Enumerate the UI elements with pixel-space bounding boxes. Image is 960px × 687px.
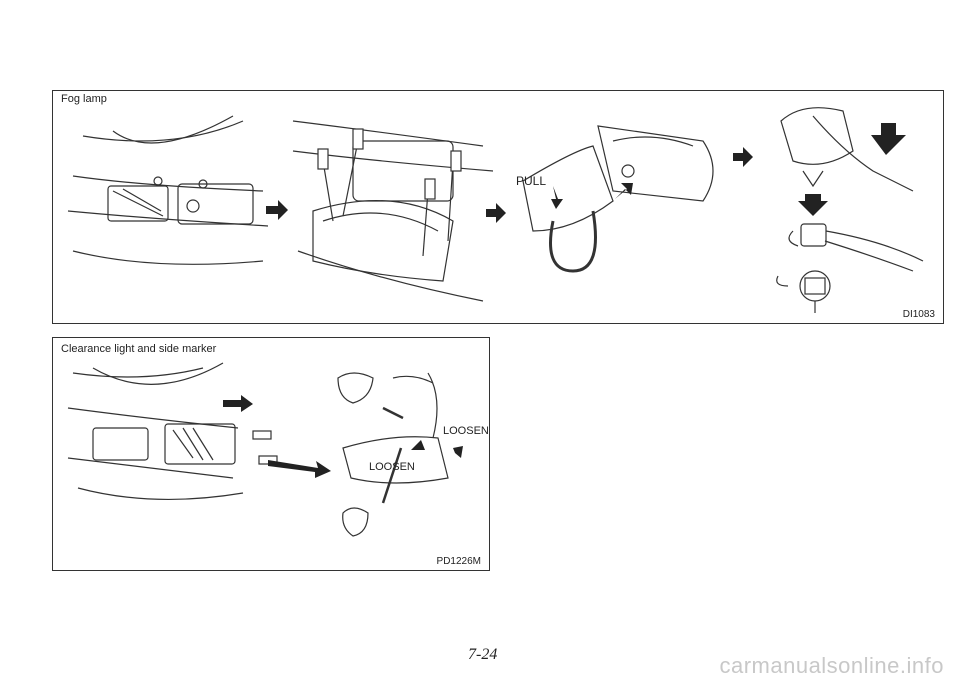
car-front-clearance-light-illustration [67,362,244,500]
rotate-arrow [615,183,633,199]
clearance-light-figure-code: PD1226M [436,556,481,567]
pull-arrow [551,186,563,209]
step-arrow-3 [733,147,753,167]
fog-lamp-title: Fog lamp [61,93,107,105]
fog-lamp-illustration: PULL [67,107,924,313]
remove-arrow [223,395,253,412]
clearance-light-panel: Clearance light and side marker [52,337,490,571]
car-front-fog-lamp-illustration [67,115,269,265]
fog-lamp-unit-illustration [522,125,714,273]
clearance-light-title: Clearance light and side marker [61,343,217,355]
step-arrow-1 [266,200,288,220]
watermark: carmanualsonline.info [719,653,944,678]
loosen-label-right: LOOSEN [443,425,489,437]
fog-lamp-screws-illustration [292,120,494,302]
clearance-light-illustration: LOOSEN LOOSEN [67,362,489,537]
screws [252,430,278,465]
down-arrow [798,194,828,216]
fog-lamp-panel: Fog lamp [52,90,944,324]
pull-label: PULL [516,174,546,188]
step-arrow-2 [486,203,506,223]
page-number: 7-24 [468,646,498,663]
bulb-socket-illustration [776,107,924,313]
loosen-label-center: LOOSEN [369,461,415,473]
fog-lamp-figure-code: DI1083 [902,309,935,320]
rotate-arrow-right [453,446,463,458]
step-arrow [268,460,331,478]
clearance-lamp-unit-illustration [337,372,449,537]
lift-arrow [871,123,906,155]
rotate-arrow-left [411,440,425,450]
